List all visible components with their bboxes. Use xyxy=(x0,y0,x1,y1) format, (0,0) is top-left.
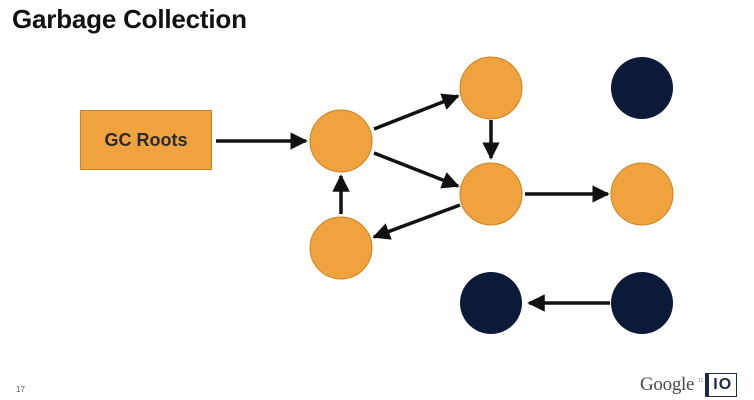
brand-year: '11 xyxy=(697,378,704,384)
google-io-logo: Google '11 IO xyxy=(640,372,738,398)
node-b xyxy=(459,56,523,120)
node-d xyxy=(309,216,373,280)
io-badge-text: IO xyxy=(709,374,737,396)
edge-c-to-d xyxy=(372,203,461,240)
node-e xyxy=(610,162,674,226)
gc-roots-label: GC Roots xyxy=(104,129,188,150)
edge-a-to-b xyxy=(373,93,460,131)
node-h xyxy=(611,272,673,334)
node-f xyxy=(611,57,673,119)
slide-number: 17 xyxy=(16,385,25,394)
node-g xyxy=(460,272,522,334)
node-a xyxy=(309,109,373,173)
slide-title: Garbage Collection xyxy=(12,4,247,34)
io-badge: IO xyxy=(705,373,738,397)
node-c xyxy=(459,162,523,226)
google-wordmark: Google xyxy=(640,374,695,395)
io-badge-bar xyxy=(706,374,710,396)
gc-roots-box: GC Roots xyxy=(80,110,212,170)
edge-a-to-c xyxy=(373,151,460,189)
